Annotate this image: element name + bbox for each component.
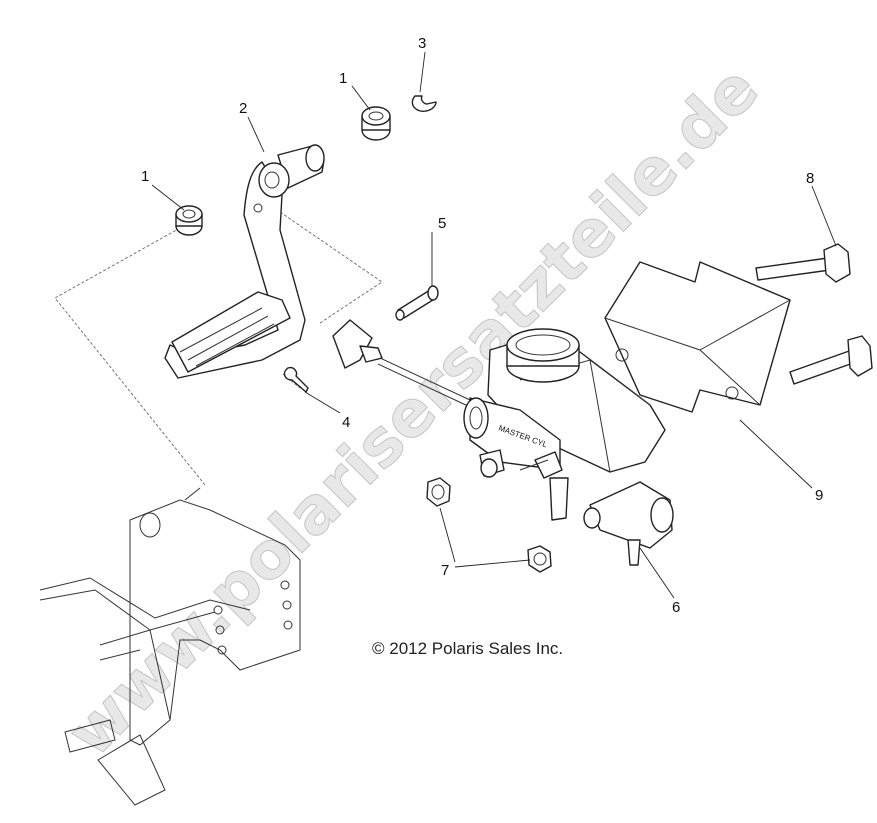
pedal-support-bracket [39, 487, 301, 806]
mounting-bracket-part-9 [604, 261, 791, 413]
bolt-part-8-upper [755, 243, 851, 283]
callout-2: 2 [239, 100, 247, 117]
callout-7: 7 [441, 562, 449, 579]
callout-8: 8 [806, 170, 814, 187]
pushrod-clevis [332, 319, 471, 407]
callout-3: 3 [418, 35, 426, 52]
bushing-part-1-upper [361, 106, 391, 141]
bushing-part-1-left [175, 205, 203, 236]
callout-4: 4 [342, 414, 350, 431]
e-clip-part-3 [411, 95, 437, 112]
assembly-guide-lines [54, 211, 383, 486]
callout-9: 9 [815, 487, 823, 504]
nut-part-7-upper [426, 477, 451, 507]
callout-5: 5 [438, 215, 446, 232]
nut-part-7-lower [527, 545, 552, 573]
callout-labels: 1 1 2 3 4 5 6 7 8 9 [141, 35, 823, 616]
callout-1-upper: 1 [339, 70, 347, 87]
brake-pedal-part-2 [164, 144, 325, 379]
bolt-part-8-lower [789, 335, 873, 385]
cotter-pin-part-4 [283, 366, 309, 393]
callout-1-left: 1 [141, 168, 149, 185]
master-cylinder-part-6: MASTER CYL [463, 328, 674, 566]
clevis-pin-part-5 [395, 285, 439, 321]
callout-6: 6 [672, 599, 680, 616]
watermark: www.polarisersatzteile.de [54, 52, 773, 771]
copyright-notice: © 2012 Polaris Sales Inc. [372, 639, 563, 658]
leader-lines [151, 51, 837, 599]
